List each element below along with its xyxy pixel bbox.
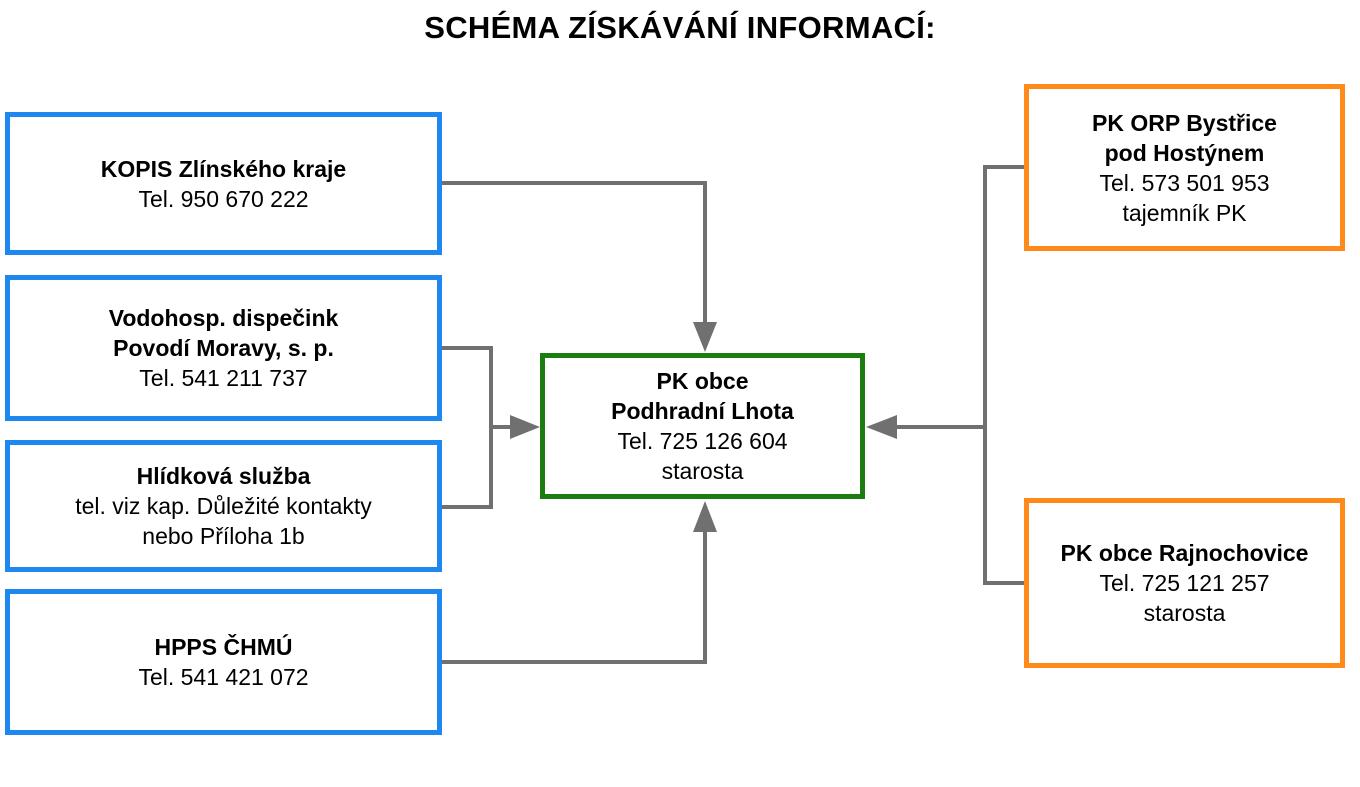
connector-vodohosp bbox=[442, 346, 493, 509]
connector-hpps bbox=[442, 526, 707, 664]
center-role: starosta bbox=[661, 458, 744, 484]
vodohosp-phone: Tel. 541 211 737 bbox=[139, 365, 308, 391]
orp-name-line1: PK ORP Bystřice bbox=[1092, 109, 1277, 136]
arrowhead-left bbox=[510, 415, 540, 439]
arrowhead-kopis bbox=[693, 322, 717, 352]
source-box-hlidkova: Hlídková služba tel. viz kap. Důležité k… bbox=[5, 440, 442, 572]
arrowhead-right bbox=[866, 415, 897, 439]
orp-role: tajemník PK bbox=[1122, 199, 1247, 226]
orp-name-line2: pod Hostýnem bbox=[1104, 139, 1265, 166]
kopis-phone: Tel. 950 670 222 bbox=[138, 185, 309, 212]
center-phone: Tel. 725 126 604 bbox=[617, 428, 788, 454]
center-box-podhradni-lhota: PK obce Podhradní Lhota Tel. 725 126 604… bbox=[540, 353, 865, 499]
vodohosp-name-line1: Vodohosp. dispečink bbox=[108, 305, 339, 331]
hpps-name: HPPS ČHMÚ bbox=[154, 634, 293, 660]
orp-phone: Tel. 573 501 953 bbox=[1099, 169, 1270, 196]
vodohosp-name-line2: Povodí Moravy, s. p. bbox=[113, 335, 334, 361]
connector-orp-rajno bbox=[983, 165, 1024, 585]
hlidkova-detail-line2: nebo Příloha 1b bbox=[142, 523, 305, 549]
connector-kopis bbox=[442, 181, 707, 328]
center-name-line2: Podhradní Lhota bbox=[611, 398, 794, 424]
center-name-line1: PK obce bbox=[656, 368, 749, 394]
source-box-hpps: HPPS ČHMÚ Tel. 541 421 072 bbox=[5, 589, 442, 735]
source-box-vodohosp: Vodohosp. dispečink Povodí Moravy, s. p.… bbox=[5, 275, 442, 421]
diagram-title: SCHÉMA ZÍSKÁVÁNÍ INFORMACÍ: bbox=[424, 10, 936, 45]
hlidkova-detail-line1: tel. viz kap. Důležité kontakty bbox=[75, 493, 372, 519]
hlidkova-name: Hlídková služba bbox=[136, 463, 311, 489]
hpps-phone: Tel. 541 421 072 bbox=[138, 664, 309, 690]
arrowhead-hpps bbox=[693, 501, 717, 532]
neighbor-box-rajnochovice: PK obce Rajnochovice Tel. 725 121 257 st… bbox=[1024, 498, 1345, 668]
rajnochovice-name: PK obce Rajnochovice bbox=[1060, 540, 1309, 566]
source-box-kopis: KOPIS Zlínského kraje Tel. 950 670 222 bbox=[5, 112, 442, 255]
rajnochovice-phone: Tel. 725 121 257 bbox=[1099, 570, 1270, 596]
kopis-name: KOPIS Zlínského kraje bbox=[100, 155, 347, 182]
neighbor-box-orp-bystrice: PK ORP Bystřice pod Hostýnem Tel. 573 50… bbox=[1024, 84, 1345, 251]
rajnochovice-role: starosta bbox=[1143, 600, 1226, 626]
